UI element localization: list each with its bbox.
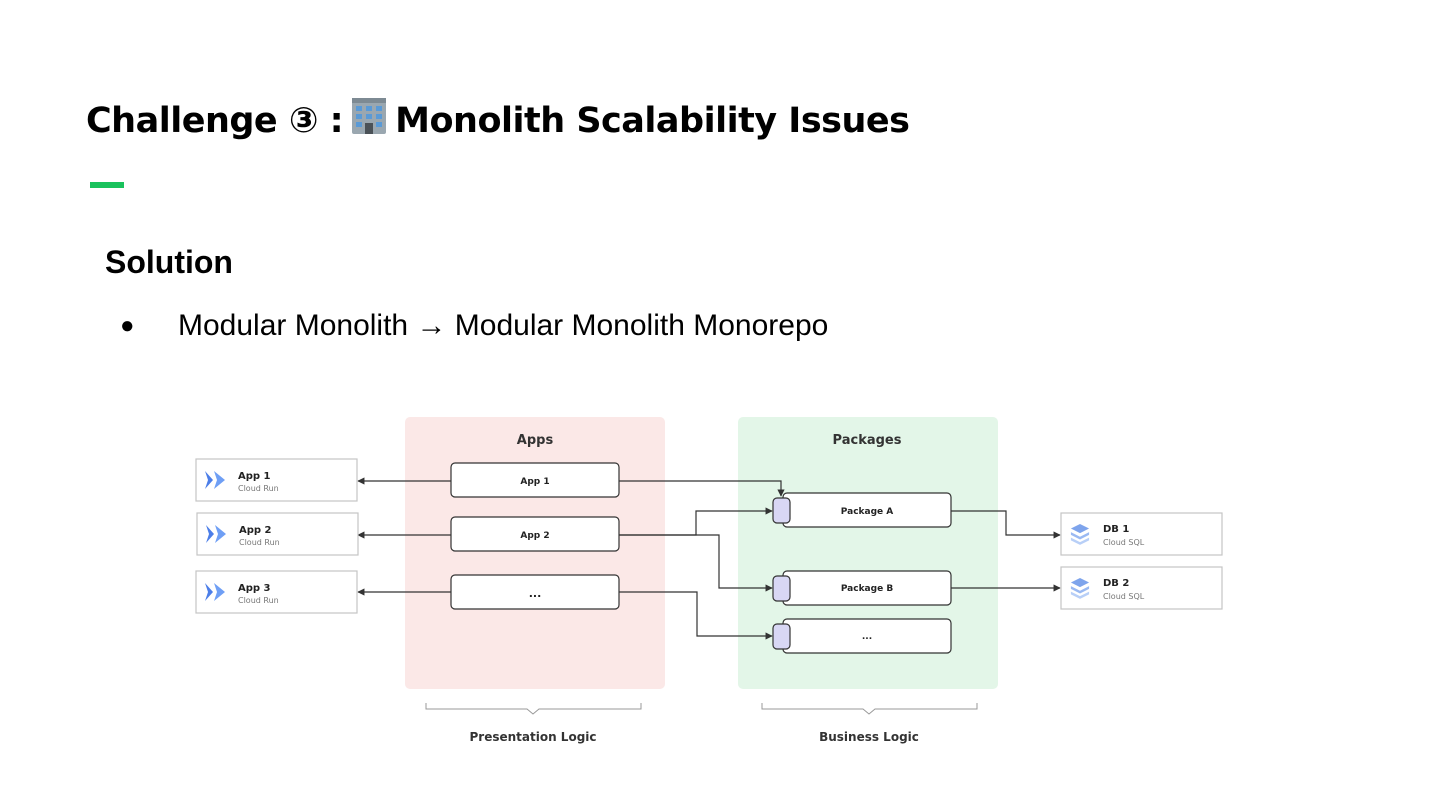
db-card-1 bbox=[1060, 512, 1223, 556]
deploy-card-2-name: App 2 bbox=[239, 525, 272, 536]
db-card-2-name: DB 2 bbox=[1103, 578, 1129, 589]
app-box-2-label: App 2 bbox=[520, 531, 549, 541]
package-box-a-label: Package A bbox=[841, 507, 894, 517]
app-box-2 bbox=[450, 516, 620, 552]
arrow-package-a-db1 bbox=[951, 510, 1061, 539]
title-suffix: Monolith Scalability Issues bbox=[395, 101, 910, 141]
business-logic-label: Business Logic bbox=[819, 730, 919, 744]
title-prefix: Challenge ③ : bbox=[86, 101, 344, 141]
apps-group bbox=[405, 417, 665, 689]
package-b-port bbox=[772, 575, 791, 602]
db-card-1-name: DB 1 bbox=[1103, 524, 1129, 535]
packages-group-label: Packages bbox=[833, 433, 902, 448]
deploy-card-1-service: Cloud Run bbox=[238, 484, 279, 493]
bullet-marker: ● bbox=[120, 312, 135, 339]
package-more-port bbox=[772, 623, 791, 650]
presentation-logic-label: Presentation Logic bbox=[469, 730, 596, 744]
office-building-icon bbox=[349, 96, 389, 145]
slide-title: Challenge ③ : Monolith Scalability Issue… bbox=[86, 96, 910, 145]
arrow-app3-package-more bbox=[619, 591, 773, 640]
arrow-app2-package-b bbox=[619, 534, 773, 592]
app-box-1 bbox=[450, 462, 620, 498]
db-card-2 bbox=[1060, 566, 1223, 610]
db-card-1-service: Cloud SQL bbox=[1103, 538, 1145, 547]
deploy-card-1-name: App 1 bbox=[238, 471, 271, 482]
db-card-2-service: Cloud SQL bbox=[1103, 592, 1145, 601]
section-heading: Solution bbox=[105, 244, 233, 280]
bullet-text: Modular Monolith → Modular Monolith Mono… bbox=[178, 309, 829, 342]
presentation-bracket bbox=[425, 703, 642, 715]
apps-group-label: Apps bbox=[517, 433, 554, 448]
package-a-port bbox=[772, 497, 791, 524]
app-box-1-label: App 1 bbox=[520, 477, 549, 487]
app-box-more-label: ... bbox=[529, 587, 542, 600]
package-box-more-label: ... bbox=[862, 632, 872, 642]
deploy-card-3-name: App 3 bbox=[238, 583, 271, 594]
arrow-app1-package-a bbox=[619, 480, 785, 497]
accent-bar bbox=[90, 182, 124, 188]
deploy-card-2-service: Cloud Run bbox=[239, 538, 280, 547]
package-box-b-label: Package B bbox=[841, 584, 894, 594]
deploy-card-3-service: Cloud Run bbox=[238, 596, 279, 605]
app-box-more bbox=[450, 574, 620, 610]
business-bracket bbox=[761, 703, 978, 715]
